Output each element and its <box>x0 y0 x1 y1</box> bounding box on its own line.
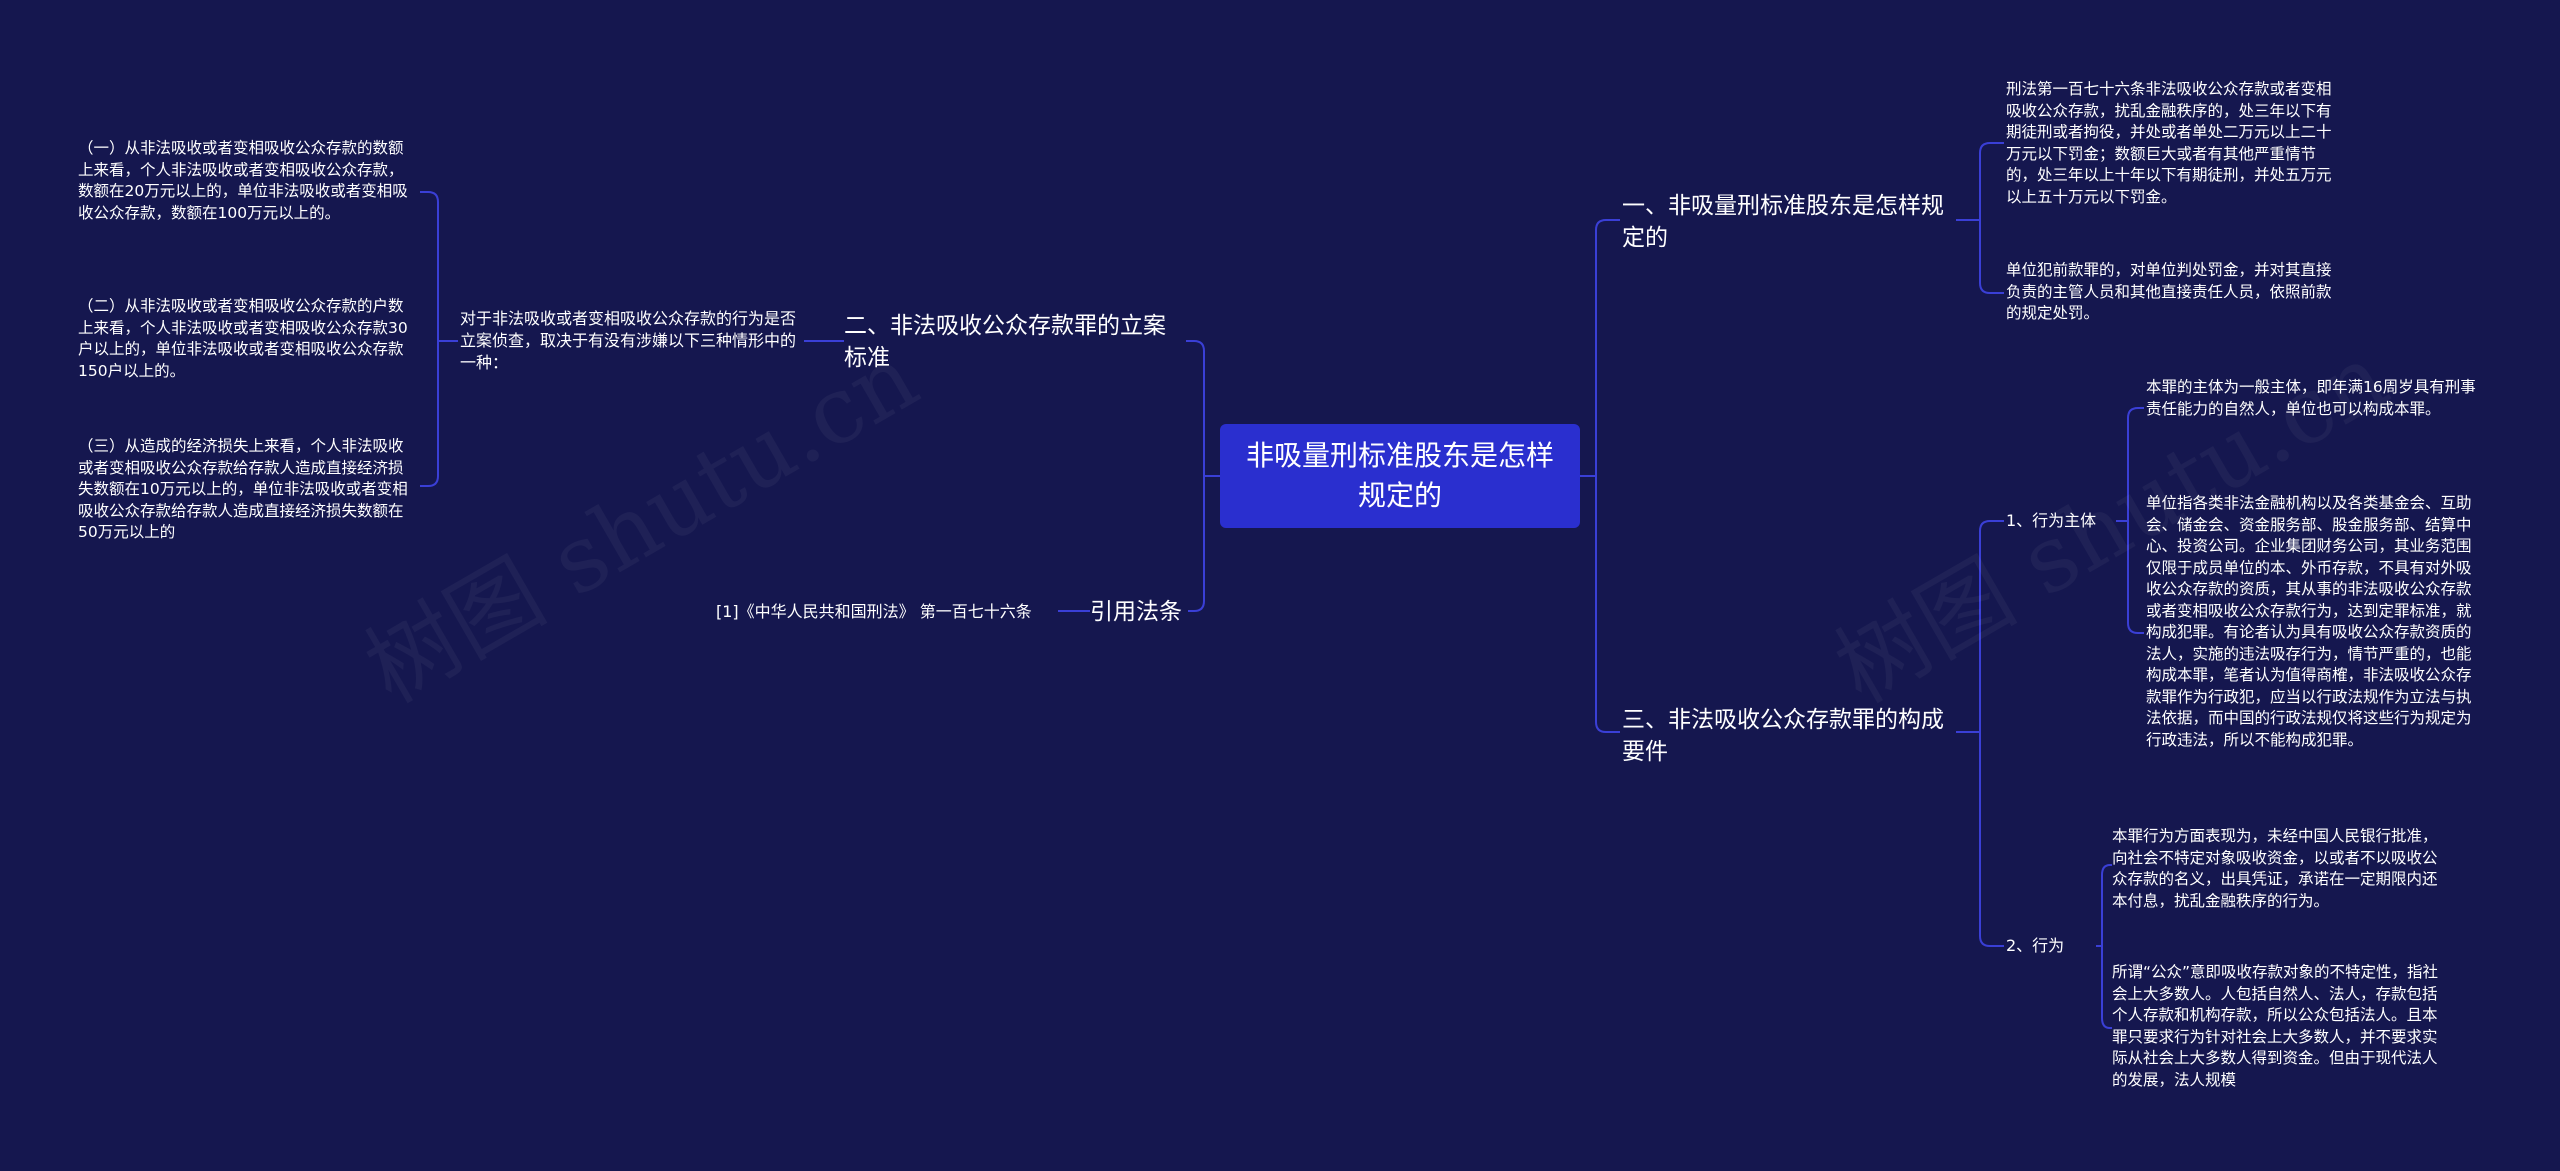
branch-2-leaf-3[interactable]: （三）从造成的经济损失上来看，个人非法吸收或者变相吸收公众存款给存款人造成直接经… <box>78 437 408 541</box>
branch-3-sub-2-leaf-1[interactable]: 本罪行为方面表现为，未经中国人民银行批准，向社会不特定对象吸收资金，以或者不以吸… <box>2112 827 2438 910</box>
branch-3-sub-1[interactable]: 1、行为主体 <box>2006 511 2097 530</box>
sub-2-leaf-1-link <box>2101 864 2112 946</box>
branch-2-leaf-1-link <box>420 191 439 341</box>
sub-1-leaf-2-link <box>2127 521 2144 634</box>
branch-4-leaf-1[interactable]: [1]《中华人民共和国刑法》 第一百七十六条 <box>716 602 1032 621</box>
branch-2-leaf-3-link <box>420 341 439 487</box>
branch-2-title[interactable]: 二、非法吸收公众存款罪的立案标准 <box>844 313 1166 371</box>
branch-3-title[interactable]: 三、非法吸收公众存款罪的构成要件 <box>1622 707 1944 765</box>
sub-1-leaf-1-link <box>2127 407 2144 521</box>
root-to-branch-2-link <box>1186 340 1205 476</box>
branch-4-title[interactable]: 引用法条 <box>1090 599 1182 625</box>
branch-3-sub-1-link <box>1979 520 2004 732</box>
branch-1-leaf-2[interactable]: 单位犯前款罪的，对单位判处罚金，并对其直接负责的主管人员和其他直接责任人员，依照… <box>2006 261 2332 322</box>
branch-2-leaf-2[interactable]: （二）从非法吸收或者变相吸收公众存款的户数上来看，个人非法吸收或者变相吸收公众存… <box>78 297 408 380</box>
branch-2-intro[interactable]: 对于非法吸收或者变相吸收公众存款的行为是否立案侦查，取决于有没有涉嫌以下三种情形… <box>460 309 797 372</box>
branch-3-sub-2-leaf-2[interactable]: 所谓“公众”意即吸收存款对象的不特定性，指社会上大多数人。人包括自然人、法人，存… <box>2112 963 2439 1089</box>
branch-3-sub-1-leaf-2[interactable]: 单位指各类非法金融机构以及各类基金会、互助会、储金会、资金服务部、股金服务部、结… <box>2146 494 2472 749</box>
branch-1-leaf-1[interactable]: 刑法第一百七十六条非法吸收公众存款或者变相吸收公众存款，扰乱金融秩序的，处三年以… <box>2006 80 2332 206</box>
branch-3-sub-2[interactable]: 2、行为 <box>2006 936 2065 955</box>
branch-2-leaf-1[interactable]: （一）从非法吸收或者变相吸收公众存款的数额上来看，个人非法吸收或者变相吸收公众存… <box>78 139 408 222</box>
sub-2-leaf-2-link <box>2101 946 2112 1029</box>
branch-1-title[interactable]: 一、非吸量刑标准股东是怎样规定的 <box>1622 193 1944 251</box>
root-topic[interactable]: 非吸量刑标准股东是怎样规定的 <box>1220 424 1580 528</box>
root-to-branch-3-link <box>1595 476 1620 733</box>
root-to-branch-1-link <box>1595 219 1620 476</box>
branch-3-sub-1-leaf-1[interactable]: 本罪的主体为一般主体，即年满16周岁具有刑事责任能力的自然人，单位也可以构成本罪… <box>2146 378 2476 418</box>
branch-1-leaf-1-link <box>1979 142 2004 220</box>
branch-3-sub-2-link <box>1979 732 2004 947</box>
root-to-branch-4-link <box>1188 476 1205 612</box>
branch-1-leaf-2-link <box>1979 220 2004 294</box>
